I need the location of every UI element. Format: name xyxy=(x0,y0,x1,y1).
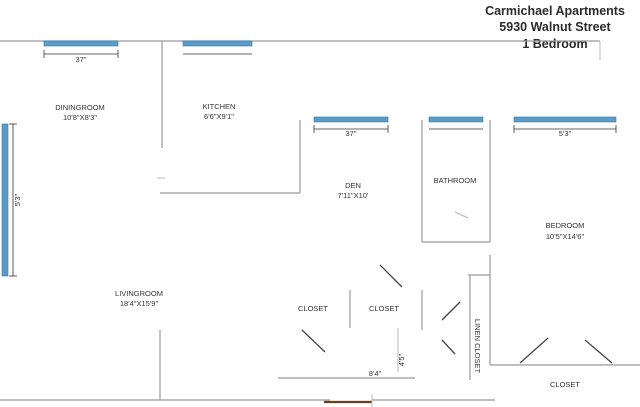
kitchen-window xyxy=(182,40,253,47)
bedroom-window xyxy=(513,116,617,123)
living-room-dims: 18'4"X15'9" xyxy=(120,299,159,308)
dining-room-dims: 10'8"X8'3" xyxy=(63,113,97,122)
dining-window xyxy=(43,40,119,47)
hall-door-upper xyxy=(441,301,461,321)
hall-width-label: 8'4" xyxy=(369,369,382,378)
bathroom-window xyxy=(428,116,484,123)
bedroom-dims: 10'5"X14'6" xyxy=(546,232,585,241)
bedroom-closet-door-left xyxy=(519,337,549,364)
unit-type: 1 Bedroom xyxy=(522,37,587,51)
dining-room-name: DININGROOM xyxy=(55,103,105,112)
bedroom-window-width: 5'3" xyxy=(559,129,572,138)
building-name: Carmichael Apartments xyxy=(485,4,625,18)
building-address: 5930 Walnut Street xyxy=(499,20,611,34)
left-closet-name: CLOSET xyxy=(298,304,328,313)
bedroom-closet-door-right xyxy=(584,339,613,364)
bathroom-name: BATHROOM xyxy=(434,176,477,185)
room-labels: DININGROOM 10'8"X8'3" KITCHEN 6'6"X9'1" … xyxy=(55,102,584,389)
linen-closet-name: LINEN CLOSET xyxy=(473,319,482,374)
hall-dimensions: 8'4" 4'5" xyxy=(369,353,406,378)
title-block: Carmichael Apartments 5930 Walnut Street… xyxy=(485,4,625,51)
hall-depth-label: 4'5" xyxy=(397,353,406,366)
left-closet-door xyxy=(301,329,326,353)
kitchen-name: KITCHEN xyxy=(203,102,236,111)
den-closet-door xyxy=(379,264,403,288)
bedroom-closet-name: CLOSET xyxy=(550,380,580,389)
bedroom-name: BEDROOM xyxy=(546,221,585,230)
kitchen-dims: 6'6"X9'1" xyxy=(204,112,234,121)
den-dims: 7'11"X10' xyxy=(338,191,369,200)
middle-closet-name: CLOSET xyxy=(369,304,399,313)
dining-window-width: 37" xyxy=(75,55,86,64)
living-window-width: 5'3" xyxy=(13,193,22,206)
den-window-width: 37" xyxy=(345,129,356,138)
bath-fixture-mark xyxy=(454,211,469,219)
den-window xyxy=(313,116,389,123)
living-side-window xyxy=(1,123,9,277)
den-name: DEN xyxy=(345,181,361,190)
windows: 37" 37" 5'3" 5'3" xyxy=(1,40,617,277)
doors xyxy=(301,211,613,407)
walls xyxy=(0,40,640,401)
living-room-name: LIVINGROOM xyxy=(115,289,163,298)
hall-door-lower xyxy=(441,339,456,355)
